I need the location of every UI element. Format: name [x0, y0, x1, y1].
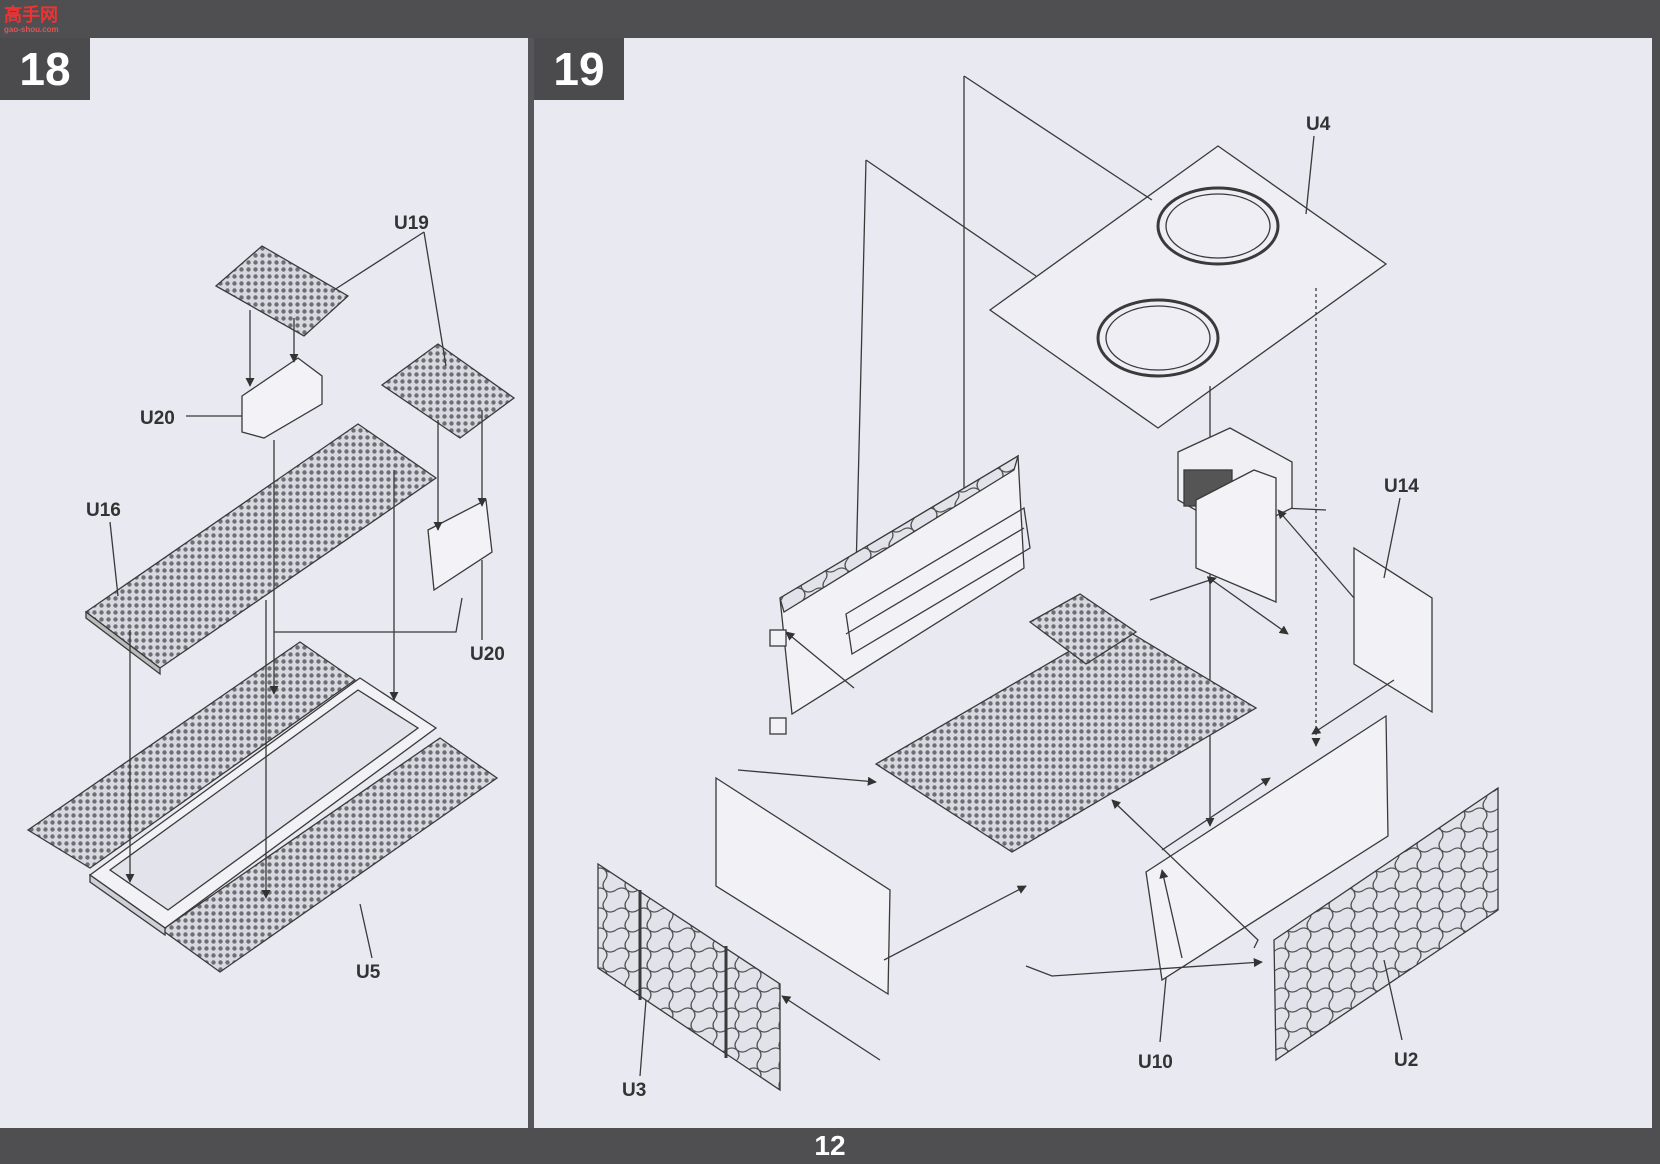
u4-roof-plate — [988, 145, 1388, 429]
step-18-drawing — [26, 231, 516, 973]
watermark-site: gao-shou.com — [4, 25, 59, 34]
watermark-brand: 高手网 — [4, 5, 58, 25]
label-u3: U3 — [622, 1080, 646, 1101]
step-19-drawing — [597, 75, 1499, 1092]
u2-netted-wall — [1273, 786, 1499, 1062]
u20-bracket-top — [241, 357, 323, 439]
step-19-number: 19 — [534, 38, 624, 100]
u19-grille-left — [214, 245, 350, 337]
u5-grille-left — [26, 641, 357, 869]
step-18-number: 18 — [0, 38, 90, 100]
step-19-labels: U4 U14 U3 U10 U2 — [622, 114, 1419, 1101]
ladder-rack — [845, 506, 1031, 656]
label-u19: U19 — [394, 213, 429, 234]
label-u14: U14 — [1384, 476, 1419, 497]
u4-hatch-ring-1 — [1156, 186, 1280, 266]
u5-grille-right — [160, 737, 499, 973]
u4-hatch-ring-2 — [1096, 298, 1220, 378]
assembly-diagram: U19 U20 U16 U20 U5 — [26, 75, 1499, 1101]
u19-grille-right — [380, 343, 516, 439]
panel-divider — [528, 38, 534, 1128]
step-18-labels: U19 U20 U16 U20 U5 — [86, 213, 505, 983]
bottom-bar — [0, 1128, 1660, 1164]
page-number: 12 — [814, 1130, 846, 1161]
label-u2: U2 — [1394, 1050, 1418, 1071]
label-u20-top: U20 — [140, 408, 175, 429]
center-floor-grille — [874, 623, 1258, 853]
label-u20-right: U20 — [470, 644, 505, 665]
u20-bracket-right — [427, 498, 493, 592]
u10-side-wall — [1145, 714, 1389, 982]
top-bar — [0, 0, 1660, 38]
front-inner-wall — [715, 776, 891, 996]
small-grille — [1028, 593, 1138, 665]
right-edge — [1652, 0, 1660, 1164]
label-u16: U16 — [86, 500, 121, 521]
label-u4: U4 — [1306, 114, 1331, 135]
label-u5: U5 — [356, 962, 381, 983]
u3-netted-wall — [597, 862, 781, 1092]
label-u10: U10 — [1138, 1052, 1173, 1073]
u14-door — [1353, 546, 1433, 714]
